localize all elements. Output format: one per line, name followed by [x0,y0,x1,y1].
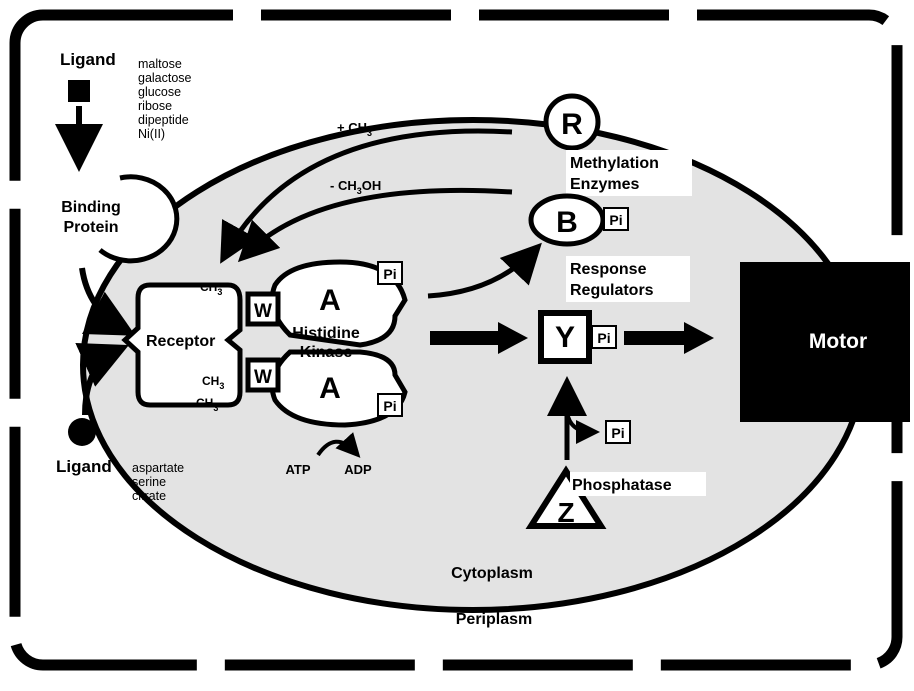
adp-label: ADP [344,462,372,477]
methyl-label: CH3 [202,374,224,391]
phosphatase-label: Phosphatase [572,477,672,494]
chez-triangle [525,465,607,529]
chew-upper-box [245,291,281,327]
cytoplasm-label: Cytoplasm [451,565,533,582]
response-regulators-line2: Regulators [570,282,654,299]
pi-badge-label: Pi [383,398,396,414]
ligand-top-item: ribose [138,99,172,113]
cher-letter: R [561,108,583,141]
response-label-bg [566,256,690,302]
binding-protein-line2: Protein [63,219,118,236]
chew-lower-letter: W [254,367,272,388]
chey-letter: Y [555,321,575,354]
histidine-kinase-line1: Histidine [292,325,360,342]
binding-to-receptor-arrow [79,267,136,336]
ligand-top-item: Ni(II) [138,127,165,141]
chea-upper-letter: A [319,284,341,317]
atp-label: ATP [285,462,310,477]
ligand-up-arrow [75,343,129,416]
ligand-top-item: glucose [138,85,181,99]
methyl-label: CH3 [196,396,218,413]
ligand-bottom-list: aspartate serine citrate [132,461,184,503]
cher-circle [543,93,601,151]
chea-to-cheb-arrow [427,242,542,299]
ligand-bottom-item: aspartate [132,461,184,475]
response-regulators-line1: Response [570,261,647,278]
binding-protein-line1: Binding [61,199,121,216]
chez-letter: Z [557,497,574,528]
ligand-top-item: dipeptide [138,113,189,127]
methylation-remove-label: - CH3OH [330,178,381,196]
methylation-add-label: + CH3 [337,120,372,138]
receptor-shape [121,282,243,408]
pi-badge [603,207,629,231]
chew-upper-letter: W [254,301,272,322]
ligand-square-icon [68,80,90,102]
pi-badge-label: Pi [611,425,624,441]
methylation-enzymes-line2: Enzymes [570,176,639,193]
pi-release-arrow [565,411,600,444]
ligand-top-list: maltose galactose glucose ribose dipepti… [138,57,192,141]
histidine-kinase-line2: Kinase [300,344,353,361]
motor-label: Motor [809,330,867,353]
chea-lower-letter: A [319,372,341,405]
receptor-methyl-groups: CH3 CH3 CH3 [196,280,224,413]
pi-badge [605,420,631,444]
atp-adp-arrow [316,432,361,458]
methylation-label-bg [566,150,692,196]
chey-box [538,310,592,364]
pi-badge [377,261,403,285]
ligand-top-item: maltose [138,57,182,71]
motor-box [740,262,910,422]
pi-badge-label: Pi [597,330,610,346]
pi-badge-label: Pi [609,212,622,228]
methyl-label: CH3 [200,280,222,297]
chew-lower-box [245,357,281,393]
phosphatase-label-bg [570,472,706,496]
ligand-bottom-item: serine [132,475,166,489]
methylation-enzymes-line1: Methylation [570,155,659,172]
cheb-letter: B [556,206,578,239]
periplasm-label: Periplasm [456,611,532,628]
methylation-remove-arrow [237,187,513,263]
pi-badge-label: Pi [383,266,396,282]
ligand-top-label: Ligand [60,50,116,69]
chea-to-chey-arrowhead [498,322,528,354]
receptor-label: Receptor [146,333,215,350]
pi-badge [591,325,617,349]
ligand-bottom-label: Ligand [56,457,112,476]
chey-to-motor-arrowhead [684,322,714,354]
ligand-circle-icon [68,418,96,446]
ligand-top-item: galactose [138,71,192,85]
ligand-bottom-item: citrate [132,489,166,503]
pi-badge [377,393,403,417]
binding-protein-shape [98,174,180,264]
